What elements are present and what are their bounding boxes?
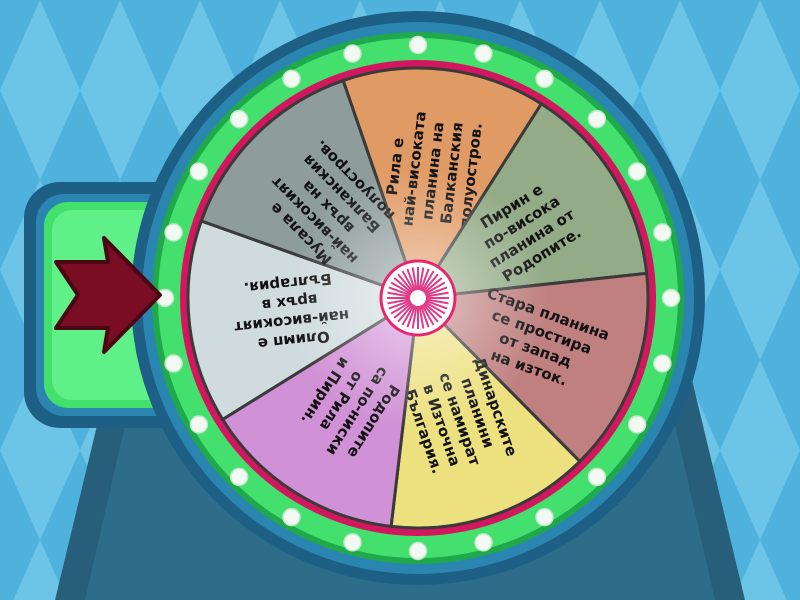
hub-ray bbox=[425, 291, 449, 298]
frame-bulb bbox=[627, 415, 647, 434]
frame-bulb bbox=[229, 467, 249, 487]
frame-bulb bbox=[408, 35, 428, 55]
wheel-hub[interactable] bbox=[288, 168, 548, 428]
hub-ray bbox=[425, 298, 449, 305]
frame-bulb bbox=[282, 69, 301, 89]
frame-bulb bbox=[164, 223, 183, 242]
hub-ray bbox=[388, 286, 411, 297]
frame-bulb bbox=[408, 541, 428, 561]
hub-ray bbox=[401, 304, 415, 326]
frame-bulb bbox=[587, 109, 607, 129]
hub-ray bbox=[411, 267, 418, 291]
hub-ray bbox=[425, 286, 448, 297]
frame-bulb bbox=[343, 533, 362, 552]
hub-ray bbox=[411, 305, 418, 329]
hub-ray bbox=[421, 270, 435, 292]
hub-ray bbox=[393, 302, 413, 319]
hub-ray bbox=[418, 267, 425, 291]
hub-ray bbox=[425, 299, 448, 310]
frame-bulb bbox=[661, 288, 681, 308]
hub-ray bbox=[424, 281, 446, 295]
hub-ray bbox=[406, 305, 417, 328]
frame-bulb bbox=[587, 467, 607, 487]
hub-ray bbox=[388, 299, 411, 310]
frame-bulb bbox=[653, 354, 672, 373]
frame-bulb bbox=[189, 162, 209, 181]
hub-ray bbox=[390, 301, 412, 315]
frame-bulb bbox=[229, 109, 249, 129]
hub-ray bbox=[424, 301, 446, 315]
hub-ray bbox=[422, 303, 439, 323]
hub-ray bbox=[418, 305, 425, 329]
hub-ray bbox=[397, 303, 414, 323]
hub-ray bbox=[401, 270, 415, 292]
hub-ray bbox=[406, 268, 417, 291]
hub-ray bbox=[390, 281, 412, 295]
frame-bulbs bbox=[155, 35, 681, 561]
frame-bulb bbox=[164, 354, 183, 373]
frame-bulb bbox=[189, 415, 209, 434]
hub-ray bbox=[397, 273, 414, 293]
hub-ray bbox=[423, 302, 443, 319]
hub-ray bbox=[387, 298, 411, 305]
hub-ray bbox=[387, 291, 411, 298]
hub-ray bbox=[422, 273, 439, 293]
frame-bulb bbox=[343, 44, 362, 63]
hub-ray bbox=[423, 277, 443, 294]
hub-ray bbox=[421, 304, 435, 326]
frame-bulb bbox=[653, 223, 672, 242]
frame-bulb bbox=[474, 533, 493, 552]
hub-ray bbox=[419, 268, 430, 291]
frame-bulb bbox=[282, 507, 301, 527]
frame-bulb bbox=[535, 69, 554, 89]
hub-ray bbox=[419, 305, 430, 328]
arrow-right-icon bbox=[54, 236, 162, 354]
frame-bulb bbox=[535, 507, 554, 527]
hub-ray bbox=[393, 277, 413, 294]
frame-bulb bbox=[627, 162, 647, 181]
frame-bulb bbox=[474, 44, 493, 63]
